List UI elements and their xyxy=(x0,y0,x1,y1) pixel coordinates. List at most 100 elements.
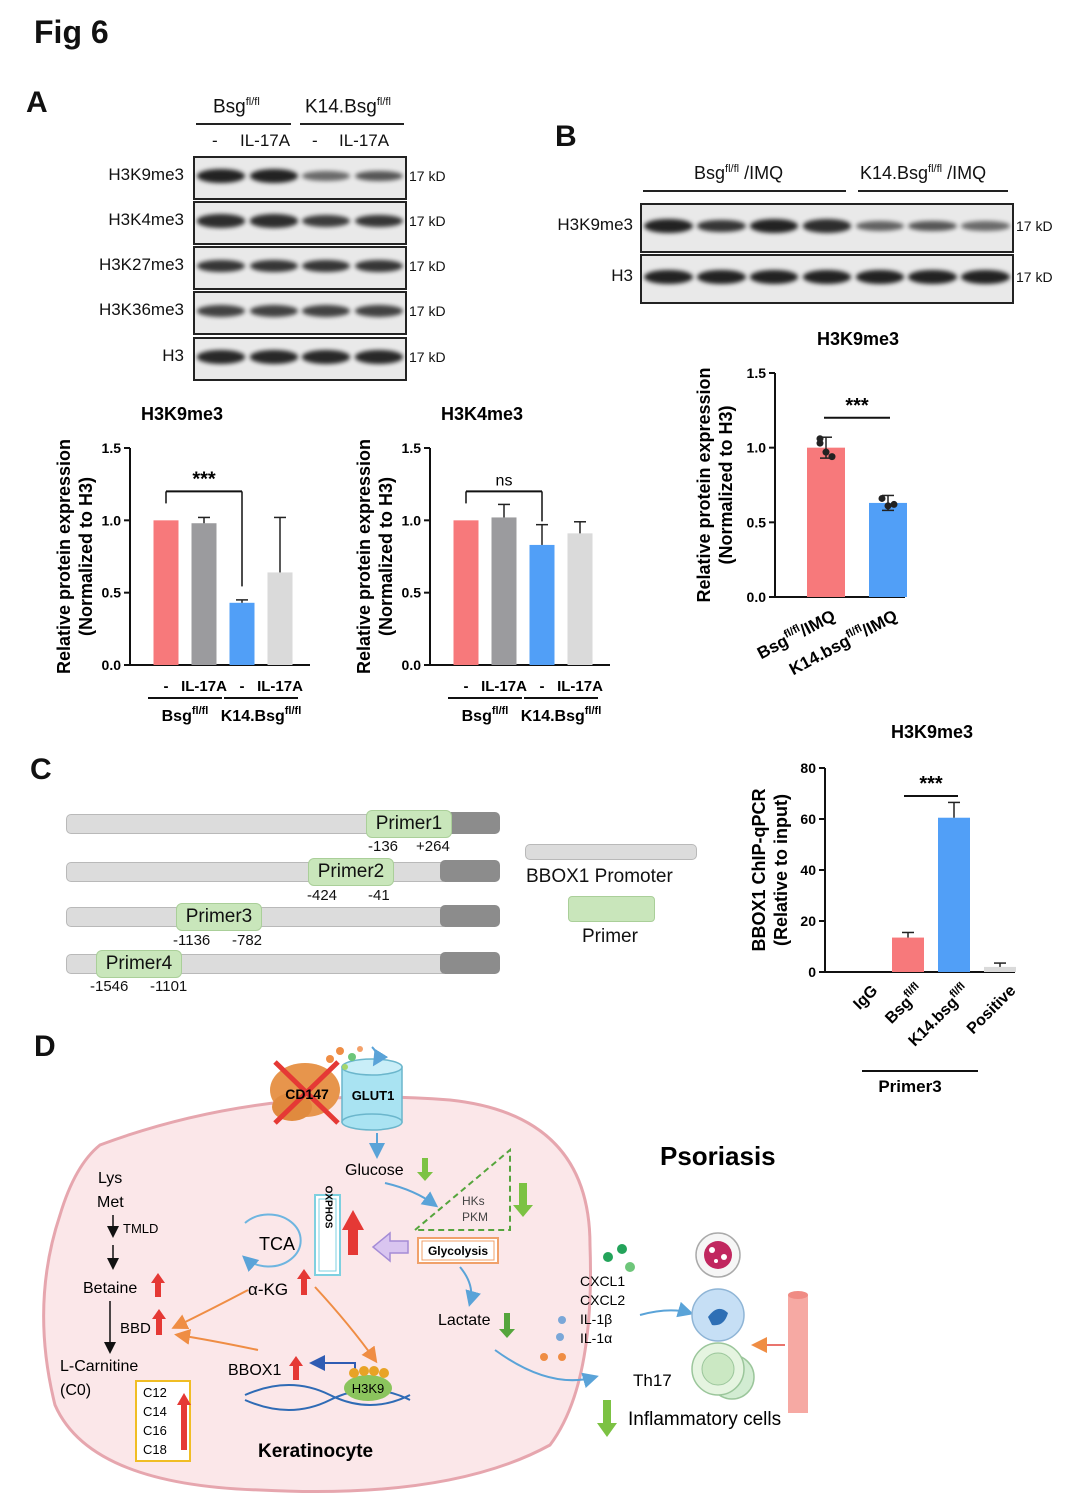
cytokine-il1a: IL-1α xyxy=(580,1330,612,1346)
inflammatory-label: Inflammatory cells xyxy=(628,1409,781,1430)
panel-b-kd-0: 17 kD xyxy=(1016,218,1053,234)
h3k9-label: H3K9 xyxy=(352,1381,385,1396)
y-tick-label: 0 xyxy=(808,964,816,980)
primer1-start: -136 xyxy=(368,838,399,855)
panel-a-band-1-1 xyxy=(249,214,298,228)
y-axis-label-2: (Normalized to H3) xyxy=(76,477,96,636)
x-tick-label: Bsgfl/fl xyxy=(880,980,927,1027)
panel-a-band-1-2 xyxy=(302,214,351,228)
panel-a-blot-2 xyxy=(193,246,407,290)
data-point xyxy=(816,439,824,447)
panel-a-band-3-2 xyxy=(302,305,351,317)
bar xyxy=(491,517,517,665)
y-tick-label: 0.0 xyxy=(747,589,767,605)
cd147-icon xyxy=(270,1060,340,1125)
cd147-label: CD147 xyxy=(285,1086,329,1102)
promoter-end-3 xyxy=(440,905,500,927)
panel-a-lane1: - xyxy=(212,131,218,150)
y-axis-label: Relative protein expression xyxy=(354,439,374,674)
group-label: Bsgfl/fl xyxy=(462,705,509,725)
primer4-start: -1546 xyxy=(90,978,129,995)
panel-a-kd-1: 17 kD xyxy=(409,213,446,229)
data-point xyxy=(822,448,830,456)
lcarnitine-label: L-Carnitine xyxy=(60,1358,138,1375)
promoter-end-1 xyxy=(440,812,500,834)
c0-label: (C0) xyxy=(60,1382,91,1399)
bar xyxy=(869,502,907,597)
primer3-end: -782 xyxy=(232,932,263,949)
glut1-label: GLUT1 xyxy=(352,1088,395,1103)
neutrophil-icon xyxy=(695,1232,741,1278)
legend-promoter-label: BBOX1 Promoter xyxy=(526,866,673,887)
y-tick-label: 1.0 xyxy=(747,440,767,456)
panel-a-band-1-0 xyxy=(197,214,246,228)
betaine-label: Betaine xyxy=(83,1280,137,1297)
primer2-start: -424 xyxy=(307,887,338,904)
panel-a-band-3-3 xyxy=(354,305,403,317)
y-tick-label: 0.5 xyxy=(402,585,422,601)
x-tick-label: - xyxy=(164,678,169,695)
bar xyxy=(453,520,479,665)
promoter-end-4 xyxy=(440,952,500,974)
primer1-end: +264 xyxy=(416,838,450,855)
x-tick-label: K14.bsgfl/fl/IMQ xyxy=(786,605,901,679)
cytokine-cxcl1: CXCL1 xyxy=(580,1273,625,1289)
y-tick-label: 1.5 xyxy=(747,365,767,381)
panel-a-band-4-0 xyxy=(197,350,246,364)
panel-a-blot-3 xyxy=(193,291,407,335)
x-tick-label: - xyxy=(540,678,545,695)
y-tick-label: 0.5 xyxy=(747,514,767,530)
panel-a-blot-label-3: H3K36me3 xyxy=(98,300,184,319)
group-label: Bsgfl/fl xyxy=(162,705,209,725)
primer3-box: Primer3 xyxy=(176,903,262,931)
monocyte-icon xyxy=(691,1288,745,1342)
panel-a-blot-0 xyxy=(193,156,407,200)
x-tick-label: IgG xyxy=(850,982,881,1013)
panel-a-kd-3: 17 kD xyxy=(409,303,446,319)
bbd-label: BBD xyxy=(120,1320,151,1337)
y-tick-label: 1.5 xyxy=(102,440,122,456)
lys-label: Lys xyxy=(98,1170,122,1187)
bbox1-label: BBOX1 xyxy=(228,1362,281,1379)
primer4-end: -1101 xyxy=(150,978,188,995)
promoter-end-2 xyxy=(440,860,500,882)
panel-b-blot-label-0: H3K9me3 xyxy=(557,215,633,234)
bar xyxy=(267,572,293,665)
panel-a-blot-label-1: H3K4me3 xyxy=(108,210,184,229)
chart-title: H3K9me3 xyxy=(141,404,223,424)
panel-letter-a: A xyxy=(26,86,48,119)
panel-b-band-1-0 xyxy=(644,270,693,284)
group-label: K14.Bsgfl/fl xyxy=(521,705,602,725)
y-tick-label: 20 xyxy=(800,913,816,929)
panel-letter-c: C xyxy=(30,753,52,786)
y-tick-label: 1.0 xyxy=(402,512,422,528)
panel-a-kd-2: 17 kD xyxy=(409,258,446,274)
bar xyxy=(229,602,255,665)
panel-letter-d: D xyxy=(34,1030,56,1063)
glut1-icon xyxy=(341,1058,403,1131)
x-tick-label: Positive xyxy=(964,982,1019,1037)
panel-a-band-3-0 xyxy=(197,305,246,317)
bar xyxy=(567,533,593,665)
x-tick-label: IL-17A xyxy=(557,678,603,695)
panel-letter-b: B xyxy=(555,120,577,153)
y-tick-label: 0.0 xyxy=(402,657,422,673)
x-tick-label: IL-17A xyxy=(257,678,303,695)
panel-b-band-0-4 xyxy=(855,221,905,231)
panel-a-band-2-0 xyxy=(197,259,246,273)
x-tick-label: - xyxy=(240,678,245,695)
x-tick-label: - xyxy=(464,678,469,695)
primer1-box: Primer1 xyxy=(366,810,452,838)
bar xyxy=(892,937,924,972)
y-tick-label: 40 xyxy=(800,862,816,878)
chart-title: H3K9me3 xyxy=(817,329,899,349)
bar xyxy=(153,520,179,665)
y-axis-label: Relative protein expression xyxy=(54,439,74,674)
legend-primer-label: Primer xyxy=(582,926,638,947)
panel-b-group2: K14.Bsgfl/fl /IMQ xyxy=(860,163,987,183)
panel-a-band-4-2 xyxy=(302,350,351,364)
panel-b-band-0-3 xyxy=(802,219,852,233)
panel-a-group2-line xyxy=(300,123,404,125)
legend-primer-swatch xyxy=(568,896,655,922)
cytokine-cxcl2: CXCL2 xyxy=(580,1292,625,1308)
